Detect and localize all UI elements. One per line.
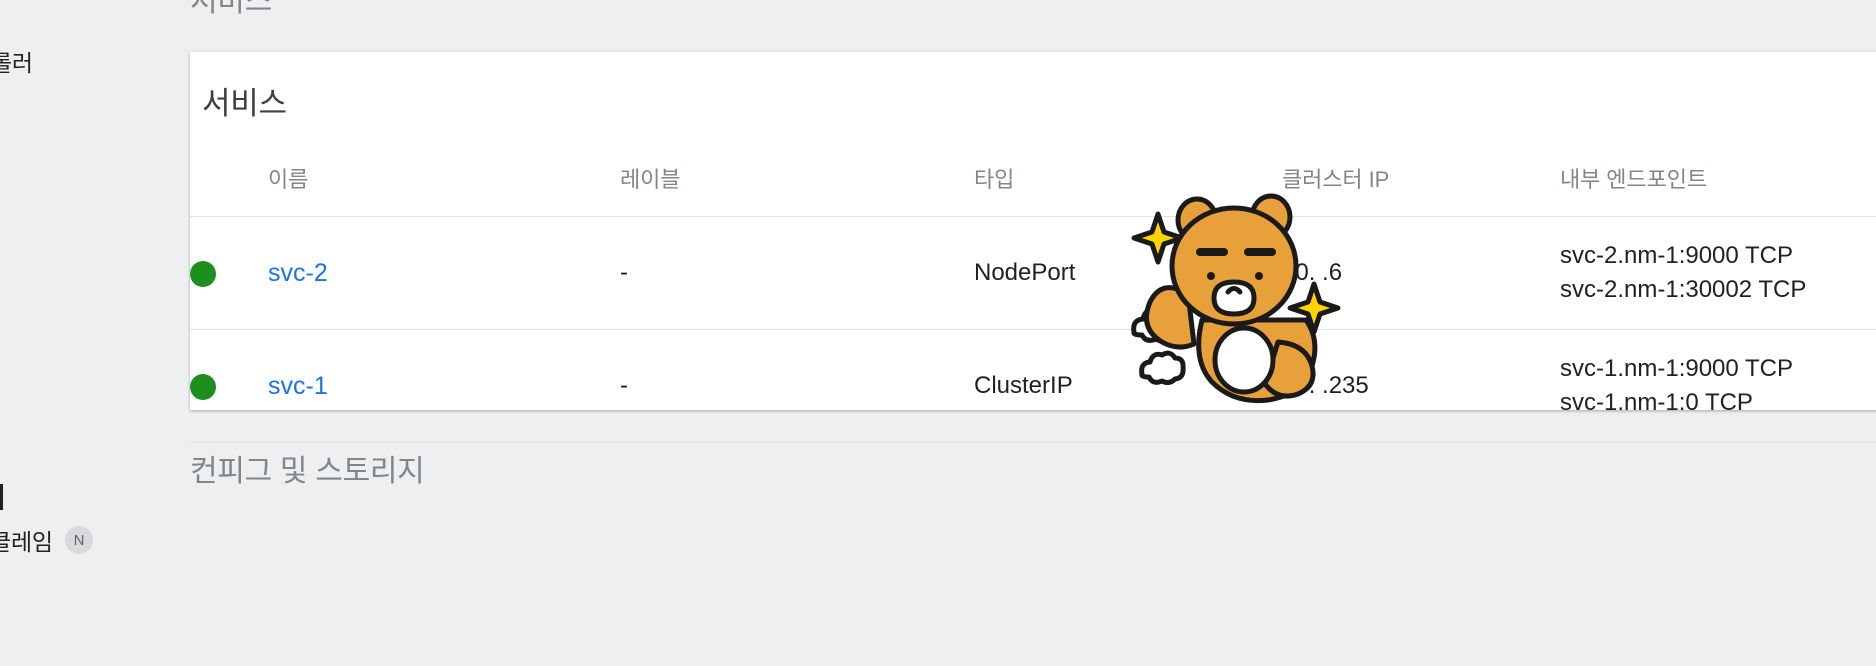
table-row[interactable]: svc-2 - NodePort 10. .6 svc-2.nm-1:9000 … bbox=[190, 215, 1876, 330]
section-heading-services: 서비스 bbox=[190, 0, 272, 18]
sidebar-item-claim-label: 클레임 bbox=[0, 529, 53, 555]
row-type-cell: NodePort bbox=[974, 215, 1282, 330]
table-body: svc-2 - NodePort 10. .6 svc-2.nm-1:9000 … bbox=[190, 215, 1876, 444]
table-header: 이름 레이블 타입 클러스터 IP 내부 엔드포인트 bbox=[190, 162, 1876, 217]
status-ok-icon bbox=[190, 373, 216, 400]
row-status-cell bbox=[190, 329, 268, 444]
sidebar-item-controller[interactable]: 트롤러 bbox=[0, 44, 33, 78]
status-ok-icon bbox=[190, 260, 216, 287]
services-table: 이름 레이블 타입 클러스터 IP 내부 엔드포인트 svc-2 - Node bbox=[190, 162, 1876, 444]
sidebar-active-marker bbox=[0, 484, 3, 510]
row-label-cell: - bbox=[620, 329, 974, 444]
services-card: 서비스 이름 레이블 타입 클러스터 IP 내부 엔드포인트 bbox=[190, 52, 1876, 444]
row-status-cell bbox=[190, 215, 268, 330]
column-header-cluster-ip[interactable]: 클러스터 IP bbox=[1282, 167, 1390, 192]
row-name-cell: svc-1 bbox=[268, 329, 620, 444]
column-header-status[interactable] bbox=[190, 162, 268, 217]
row-cluster-ip-cell: 10. .6 bbox=[1282, 215, 1560, 330]
sidebar-item-controller-label: 트롤러 bbox=[0, 50, 33, 76]
row-endpoint-cell: svc-2.nm-1:9000 TCP svc-2.nm-1:30002 TCP bbox=[1560, 215, 1876, 330]
service-link-svc-1[interactable]: svc-1 bbox=[268, 371, 328, 400]
table-row[interactable]: svc-1 - ClusterIP 10. .235 svc-1.nm-1:90… bbox=[190, 329, 1876, 444]
left-nav-rail: 트롤러 클레임 N bbox=[0, 0, 165, 666]
column-header-name[interactable]: 이름 bbox=[268, 167, 309, 192]
endpoint-line: svc-2.nm-1:30002 TCP bbox=[1560, 276, 1807, 304]
sidebar-item-claim-badge: N bbox=[64, 526, 93, 554]
row-name-cell: svc-2 bbox=[268, 215, 620, 330]
card-title: 서비스 bbox=[202, 86, 287, 121]
sidebar-item-claim[interactable]: 클레임 N bbox=[0, 523, 93, 557]
section-heading-config-and-storage: 컨피그 및 스토리지 bbox=[190, 455, 425, 488]
endpoint-line: svc-1.nm-1:9000 TCP bbox=[1560, 355, 1793, 383]
endpoint-line: svc-2.nm-1:9000 TCP bbox=[1560, 242, 1793, 269]
column-header-type[interactable]: 타입 bbox=[974, 167, 1015, 192]
column-header-internal-endpoint[interactable]: 내부 엔드포인트 bbox=[1560, 167, 1707, 192]
column-header-label[interactable]: 레이블 bbox=[620, 167, 681, 192]
row-cluster-ip-cell: 10. .235 bbox=[1282, 329, 1560, 444]
row-type-cell: ClusterIP bbox=[974, 329, 1282, 444]
table-header-row: 이름 레이블 타입 클러스터 IP 내부 엔드포인트 bbox=[190, 162, 1876, 217]
row-endpoint-cell: svc-1.nm-1:9000 TCP svc-1.nm-1:0 TCP bbox=[1560, 329, 1876, 444]
endpoint-line: svc-1.nm-1:0 TCP bbox=[1560, 389, 1753, 417]
service-link-svc-2[interactable]: svc-2 bbox=[268, 258, 328, 287]
row-label-cell: - bbox=[620, 215, 974, 330]
